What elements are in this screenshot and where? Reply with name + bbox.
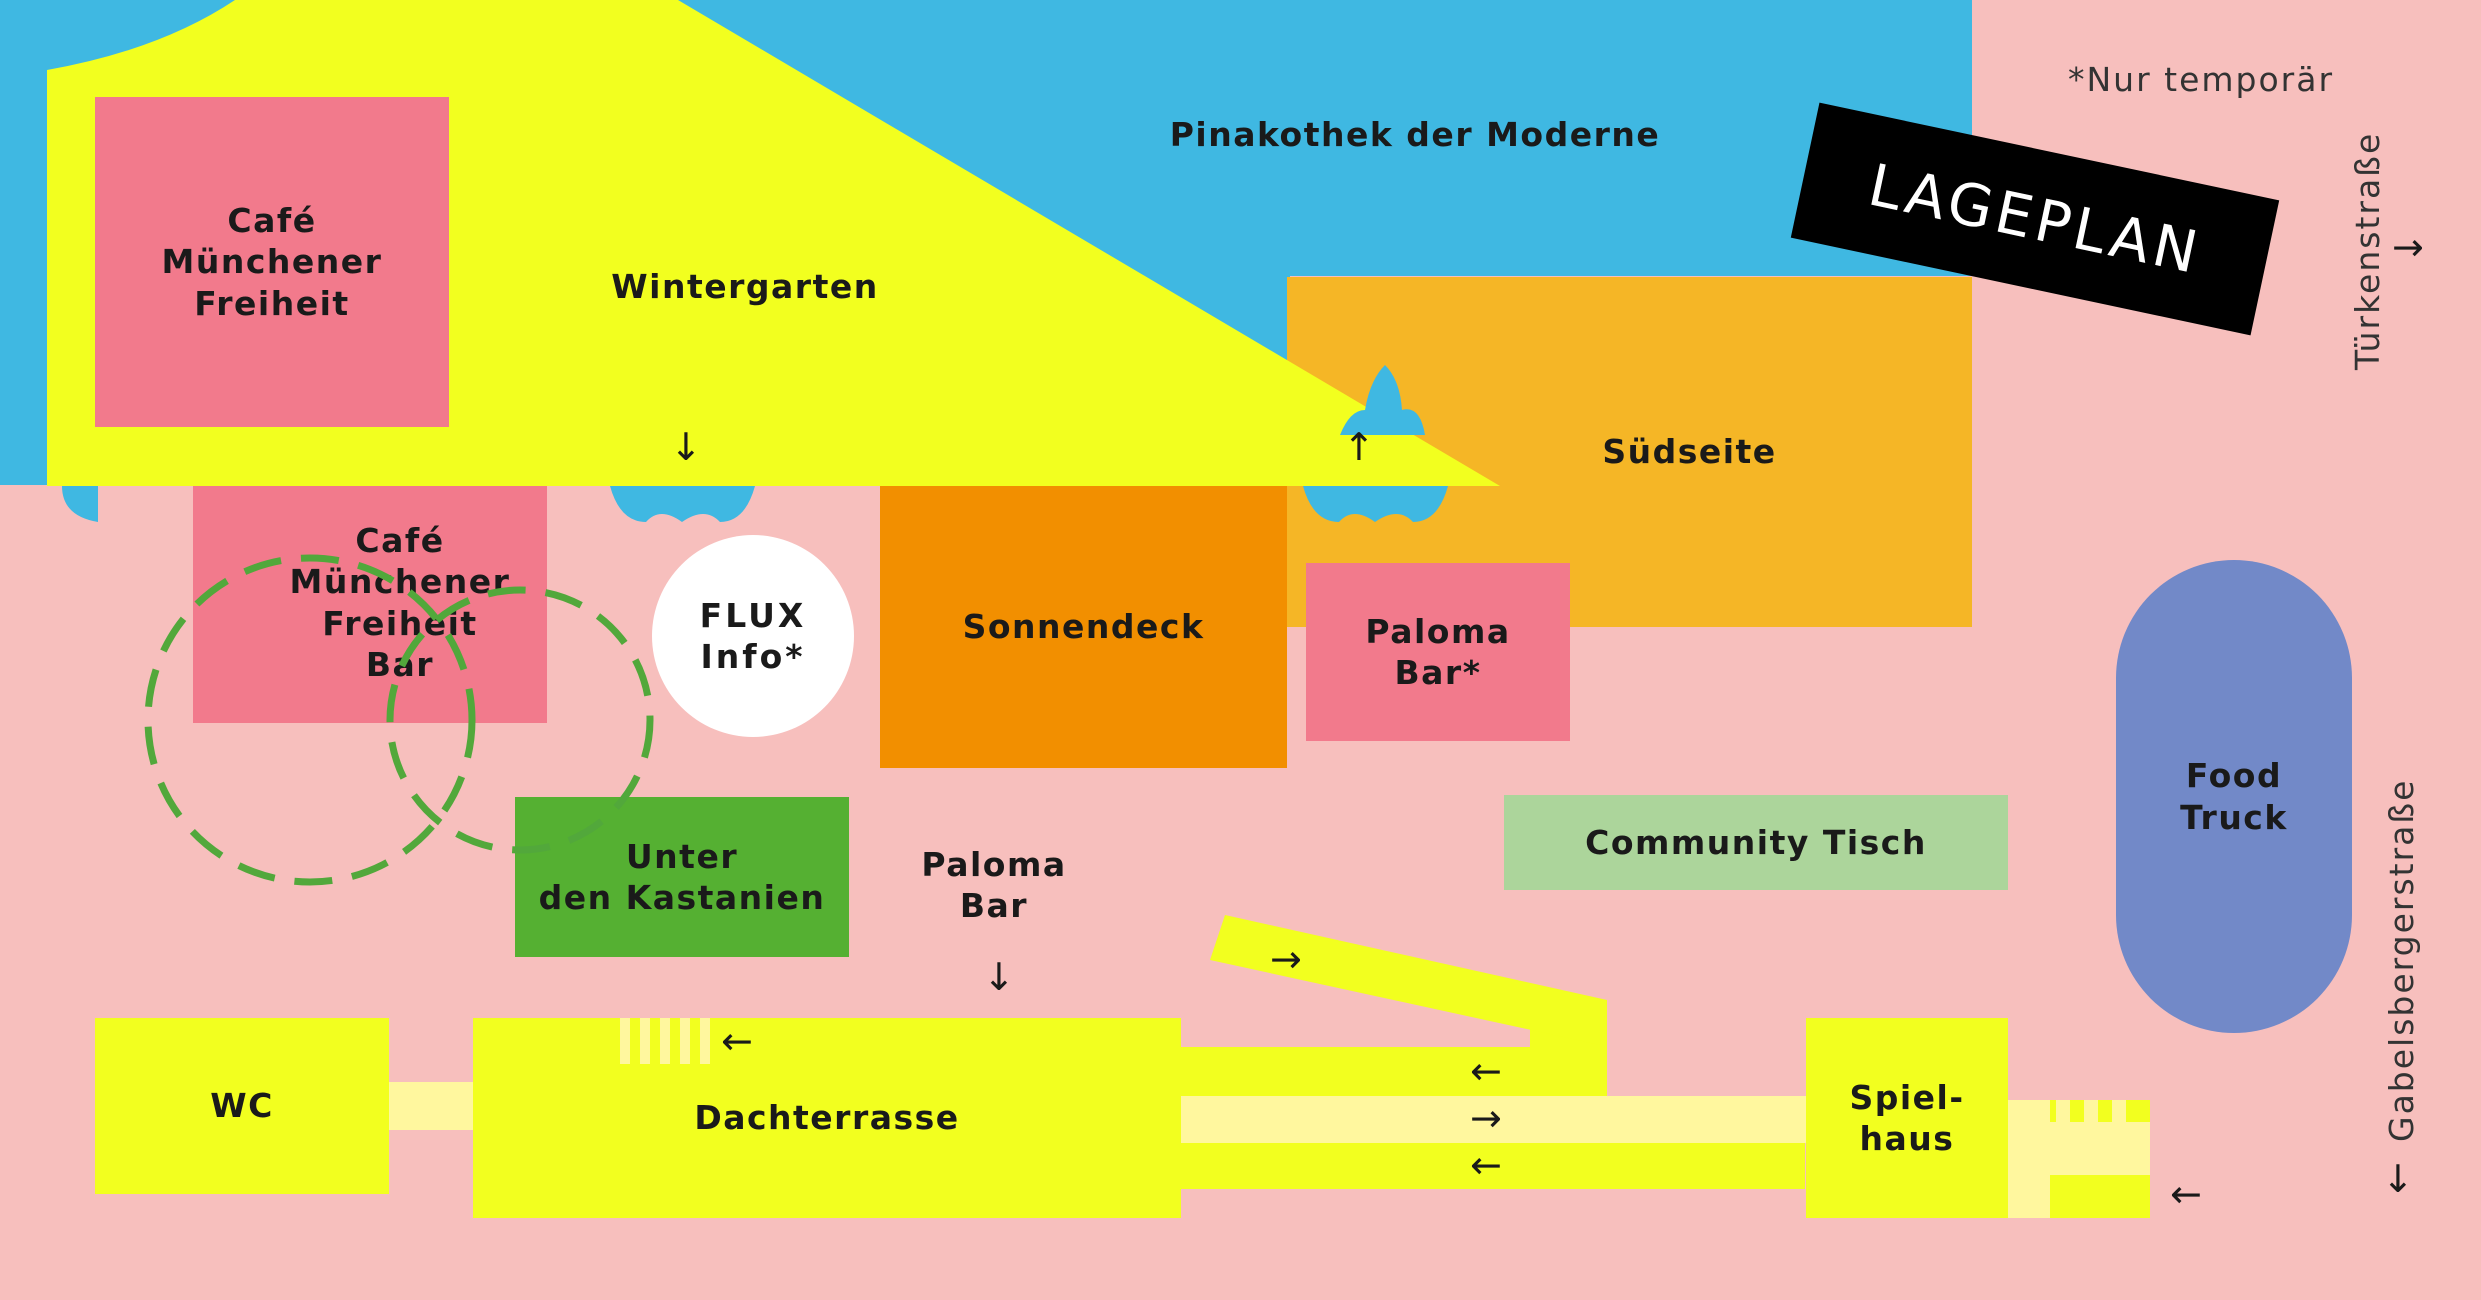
stairs-icon — [2050, 1100, 2150, 1160]
area-paloma-bar-temporary-label: Paloma Bar* — [1365, 611, 1511, 692]
tree-icon — [610, 486, 755, 522]
arrow-left-icon: ← — [2170, 1172, 2202, 1216]
area-paloma-bar-label: Paloma Bar — [921, 844, 1067, 925]
stairs-icon — [620, 1018, 710, 1064]
area-flux-info[interactable]: FLUX Info* — [652, 535, 854, 737]
tree-icon — [62, 486, 98, 522]
arrow-right-icon: → — [2392, 225, 2424, 269]
area-spielhaus[interactable]: Spiel- haus — [1806, 1018, 2008, 1218]
area-cafe-label: Café Münchener Freiheit — [161, 201, 383, 323]
dashed-tree-circles — [144, 554, 654, 886]
tree-icon — [1340, 365, 1425, 435]
corridor-exit-strip-2 — [2050, 1175, 2150, 1218]
area-dachterrasse[interactable]: Dachterrasse — [473, 1018, 1181, 1218]
area-suedseite-label: Südseite — [1602, 432, 1777, 472]
area-unter-den-kastanien[interactable]: Unter den Kastanien — [515, 797, 849, 957]
arrow-right-icon: → — [1470, 1096, 1502, 1140]
area-paloma-bar-temporary[interactable]: Paloma Bar* — [1306, 563, 1570, 741]
area-food-truck-label: Food Truck — [2180, 756, 2288, 837]
arrow-down-icon: ↓ — [983, 955, 1015, 999]
area-pinakothek-label: Pinakothek der Moderne — [1169, 115, 1661, 155]
area-wintergarten-label: Wintergarten — [611, 267, 879, 307]
area-cafe-muenchener-freiheit[interactable]: Café Münchener Freiheit — [95, 97, 449, 427]
arrow-down-icon: ↓ — [670, 425, 702, 469]
street-gabelsbergerstrasse: Gabelsbergerstraße — [2382, 778, 2421, 1142]
arrow-up-icon: ↑ — [1343, 425, 1375, 469]
arrow-left-icon: ← — [1470, 1143, 1502, 1187]
walkway-spielhaus — [1181, 1096, 1806, 1143]
area-unter-den-kastanien-label: Unter den Kastanien — [538, 836, 826, 917]
area-food-truck[interactable]: Food Truck — [2116, 560, 2352, 1033]
arrow-right-icon: → — [1270, 937, 1302, 981]
arrow-left-icon: ← — [721, 1019, 753, 1063]
area-community-tisch-label: Community Tisch — [1585, 822, 1927, 862]
area-dachterrasse-label: Dachterrasse — [694, 1098, 960, 1138]
area-spielhaus-label: Spiel- haus — [1849, 1077, 1965, 1158]
tree-icon — [1303, 486, 1448, 522]
area-cafe-muenchener-freiheit-bar[interactable]: Café Münchener Freiheit Bar — [193, 486, 547, 723]
temporary-note: *Nur temporär — [2068, 60, 2335, 99]
area-sonnendeck-label: Sonnendeck — [962, 607, 1205, 647]
area-community-tisch[interactable]: Community Tisch — [1504, 795, 2008, 890]
corridor-lower — [1180, 1143, 1805, 1189]
area-wc-label: WC — [210, 1086, 274, 1126]
area-flux-info-label: FLUX Info* — [699, 595, 807, 676]
street-tuerkenstrasse: Türkenstraße — [2348, 131, 2387, 370]
arrow-down-icon: ↓ — [2382, 1157, 2414, 1201]
corridor-ramp — [1210, 915, 1607, 1045]
walkway-wc — [388, 1082, 474, 1130]
arrow-left-icon: ← — [1470, 1049, 1502, 1093]
area-sonnendeck[interactable]: Sonnendeck — [880, 486, 1287, 768]
area-wc[interactable]: WC — [95, 1018, 389, 1194]
